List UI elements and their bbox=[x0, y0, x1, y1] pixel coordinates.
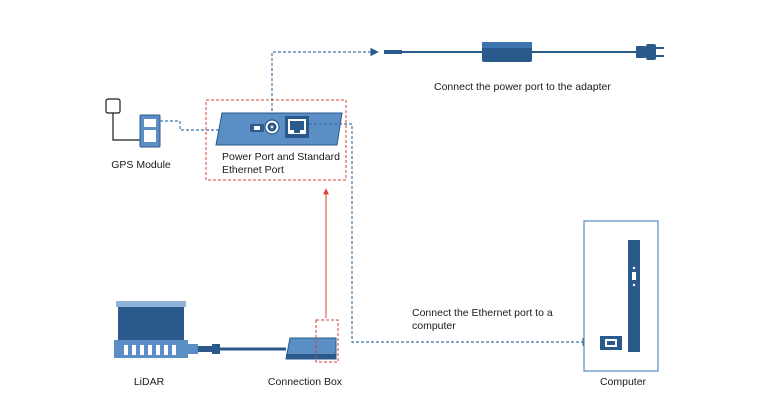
gps-antenna-icon bbox=[105, 98, 140, 141]
ethernet-caption-line1: Connect the Ethernet port to a bbox=[412, 307, 553, 319]
ethernet-link-dashed bbox=[309, 123, 591, 347]
power-adapter-caption: Connect the power port to the adapter bbox=[434, 81, 611, 93]
connection-box bbox=[285, 319, 339, 363]
interface-highlight bbox=[205, 99, 347, 181]
computer bbox=[583, 220, 659, 372]
connection-box-label: Connection Box bbox=[267, 376, 343, 388]
ethernet-caption-line2: computer bbox=[412, 320, 456, 332]
computer-ethernet-port bbox=[600, 336, 622, 350]
interface-label-line1: Power Port and Standard bbox=[222, 151, 340, 163]
ethernet-port-icon bbox=[285, 116, 309, 138]
connection-box-highlight bbox=[315, 319, 339, 363]
interface-box bbox=[205, 99, 347, 181]
power-link-dashed bbox=[271, 47, 379, 116]
computer-label: Computer bbox=[599, 376, 647, 388]
gps-module-label: GPS Module bbox=[111, 159, 171, 171]
gps-link-dashed bbox=[160, 120, 246, 131]
power-plug-icon bbox=[636, 44, 664, 60]
interface-label-line2: Ethernet Port bbox=[222, 164, 284, 176]
gps-module bbox=[105, 98, 246, 148]
lidar-unit bbox=[114, 301, 228, 358]
power-adapter-chain bbox=[271, 42, 664, 116]
barrel-plug bbox=[384, 50, 402, 54]
power-port-icon bbox=[264, 119, 280, 135]
computer-tower bbox=[628, 240, 640, 352]
lidar-label: LiDAR bbox=[133, 376, 165, 388]
